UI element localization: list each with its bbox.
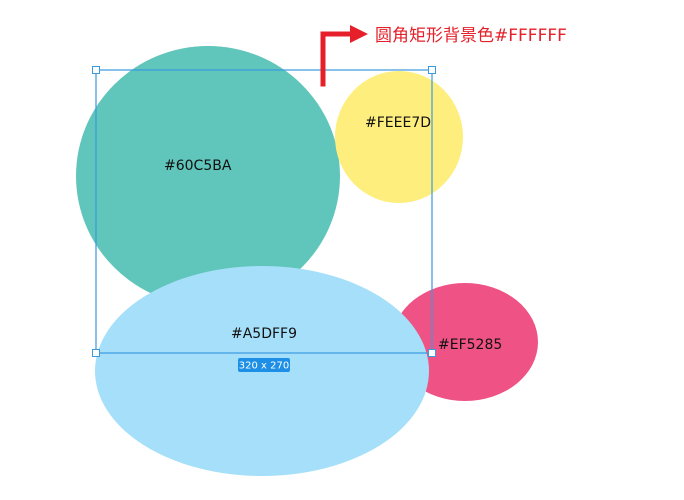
teal-circle-label: #60C5BA [164, 158, 232, 174]
callout-arrowhead [350, 25, 368, 43]
callout-label: 圆角矩形背景色#FFFFFF [375, 26, 567, 46]
blue-ellipse-label: #A5DFF9 [231, 326, 297, 342]
selection-box[interactable] [95, 69, 433, 354]
resize-handle-top-left[interactable] [92, 66, 100, 74]
dimension-badge-label: 320 x 270 [239, 361, 289, 372]
callout-arrow [320, 31, 355, 87]
resize-handle-bottom-left[interactable] [92, 349, 100, 357]
yellow-circle[interactable] [335, 71, 463, 203]
pink-ellipse-label: #EF5285 [438, 337, 502, 353]
yellow-circle-label: #FEEE7D [365, 115, 431, 131]
dimension-badge [238, 358, 290, 372]
resize-handle-top-right[interactable] [428, 66, 436, 74]
resize-handle-bottom-right[interactable] [428, 349, 436, 357]
teal-circle[interactable] [76, 46, 340, 306]
